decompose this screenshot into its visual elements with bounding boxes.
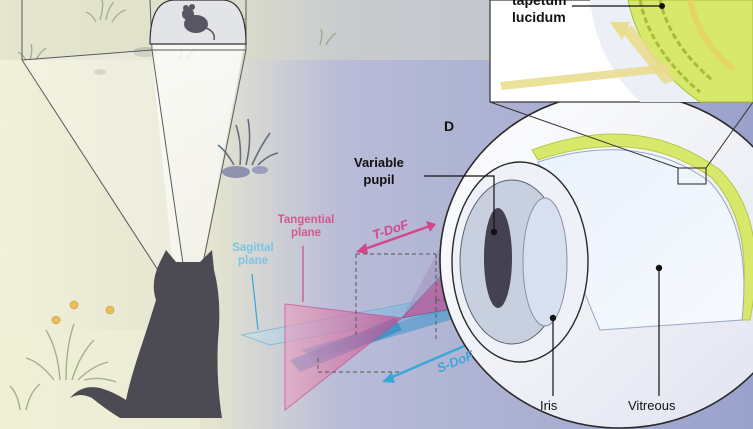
grass-tuft-icon	[9, 323, 117, 411]
variable-pupil-leader	[424, 175, 495, 232]
tangential-plane-label: Tangential plane	[277, 214, 335, 239]
tapetum-inset	[489, 0, 753, 169]
sagittal-plane-label: Sagittal plane	[232, 242, 274, 267]
t-dof-arrow	[356, 221, 436, 254]
view-frustum-left	[22, 50, 188, 298]
eye-cross-section-icon	[439, 91, 753, 429]
variable-pupil-label: Variable pupil	[354, 155, 404, 187]
view-frustum-beam	[150, 36, 246, 298]
s-dof-guides	[317, 299, 520, 373]
vitreous-label: Vitreous	[628, 398, 676, 413]
mouse-silhouette-icon	[182, 4, 216, 41]
grass-tuft-icon	[217, 118, 279, 166]
sagittal-leader	[251, 273, 259, 331]
iris-label: Iris	[540, 398, 558, 413]
panel-letter: D	[444, 118, 455, 134]
frustum-outline	[21, 49, 247, 299]
rock-icon	[252, 166, 268, 174]
tapetum-label: tapetum lucidum	[512, 0, 567, 25]
flower-icon	[51, 300, 115, 325]
t-dof-guides	[355, 253, 437, 335]
rock-icon	[222, 166, 250, 178]
cat-silhouette-icon	[70, 250, 222, 418]
